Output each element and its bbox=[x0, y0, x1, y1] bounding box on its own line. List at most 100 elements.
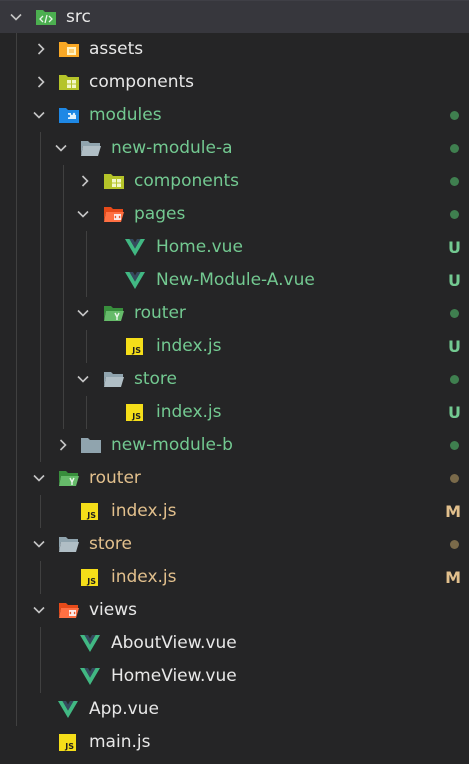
tree-item-router[interactable]: router bbox=[0, 297, 469, 330]
tree-item-index-js[interactable]: JS index.js M bbox=[0, 495, 469, 528]
folder-open-icon bbox=[104, 372, 124, 387]
folder-views-icon bbox=[59, 603, 79, 618]
chevron-down-icon[interactable] bbox=[53, 140, 69, 156]
tree-item-label: src bbox=[66, 7, 91, 27]
tree-item-label: index.js bbox=[111, 501, 177, 521]
chevron-down-icon[interactable] bbox=[31, 107, 47, 123]
git-status-badge: U bbox=[448, 238, 461, 257]
git-status-dot bbox=[450, 441, 459, 450]
tree-item-label: index.js bbox=[111, 567, 177, 587]
chevron-down-icon[interactable] bbox=[75, 206, 91, 222]
folder-modules-icon bbox=[59, 108, 79, 123]
tree-item-index-js[interactable]: JS index.js M bbox=[0, 561, 469, 594]
tree-item-assets[interactable]: assets bbox=[0, 33, 469, 66]
tree-item-index-js[interactable]: JS index.js U bbox=[0, 330, 469, 363]
folder-router-icon bbox=[104, 306, 124, 321]
js-file-icon: JS bbox=[81, 503, 98, 520]
tree-item-components[interactable]: components bbox=[0, 66, 469, 99]
git-status-dot bbox=[450, 309, 459, 318]
chevron-down-icon[interactable] bbox=[31, 470, 47, 486]
indent-guide bbox=[16, 33, 17, 726]
chevron-down-icon[interactable] bbox=[75, 305, 91, 321]
tree-item-label: main.js bbox=[89, 732, 151, 752]
indent-guide bbox=[40, 495, 41, 528]
tree-item-label: router bbox=[134, 303, 186, 323]
git-status-badge: U bbox=[448, 403, 461, 422]
tree-item-views[interactable]: views bbox=[0, 594, 469, 627]
tree-item-label: router bbox=[89, 468, 141, 488]
vue-file-icon bbox=[125, 239, 145, 256]
git-status-dot bbox=[450, 540, 459, 549]
tree-item-label: components bbox=[134, 171, 240, 191]
folder-assets-icon bbox=[59, 42, 79, 57]
folder-components-icon bbox=[59, 75, 79, 90]
tree-item-label: New-Module-A.vue bbox=[156, 270, 315, 290]
tree-item-index-js[interactable]: JS index.js U bbox=[0, 396, 469, 429]
tree-item-homeview-vue[interactable]: HomeView.vue bbox=[0, 660, 469, 693]
chevron-down-icon[interactable] bbox=[31, 536, 47, 552]
chevron-right-icon[interactable] bbox=[33, 41, 49, 57]
tree-item-label: AboutView.vue bbox=[111, 633, 237, 653]
tree-item-new-module-b[interactable]: new-module-b bbox=[0, 429, 469, 462]
tree-item-label: index.js bbox=[156, 336, 222, 356]
git-status-dot bbox=[450, 111, 459, 120]
vue-file-icon bbox=[125, 272, 145, 289]
tree-item-store[interactable]: store bbox=[0, 528, 469, 561]
chevron-down-icon[interactable] bbox=[31, 602, 47, 618]
tree-item-label: store bbox=[134, 369, 177, 389]
chevron-down-icon[interactable] bbox=[8, 9, 24, 25]
tree-item-label: views bbox=[89, 600, 138, 620]
git-status-dot bbox=[450, 375, 459, 384]
git-status-badge: M bbox=[445, 502, 461, 521]
git-status-dot bbox=[450, 474, 459, 483]
folder-components-icon bbox=[104, 174, 124, 189]
tree-item-label: new-module-b bbox=[111, 435, 233, 455]
tree-item-label: store bbox=[89, 534, 132, 554]
tree-item-new-module-a-vue[interactable]: New-Module-A.vue U bbox=[0, 264, 469, 297]
tree-item-home-vue[interactable]: Home.vue U bbox=[0, 231, 469, 264]
folder-open-icon bbox=[81, 141, 101, 156]
indent-guide bbox=[86, 330, 87, 363]
tree-item-app-vue[interactable]: App.vue bbox=[0, 693, 469, 726]
tree-item-store[interactable]: store bbox=[0, 363, 469, 396]
git-status-badge: U bbox=[448, 337, 461, 356]
chevron-right-icon[interactable] bbox=[55, 437, 71, 453]
vue-file-icon bbox=[80, 668, 100, 685]
js-file-icon: JS bbox=[81, 569, 98, 586]
tree-item-label: new-module-a bbox=[111, 138, 233, 158]
folder-router-icon bbox=[59, 471, 79, 486]
indent-guide bbox=[86, 231, 87, 297]
tree-item-label: components bbox=[89, 72, 195, 92]
indent-guide bbox=[86, 396, 87, 429]
tree-item-label: modules bbox=[89, 105, 162, 125]
tree-item-src[interactable]: src bbox=[0, 0, 469, 33]
tree-item-router[interactable]: router bbox=[0, 462, 469, 495]
js-file-icon: JS bbox=[59, 734, 76, 751]
chevron-right-icon[interactable] bbox=[33, 74, 49, 90]
tree-item-label: pages bbox=[134, 204, 186, 224]
tree-item-new-module-a[interactable]: new-module-a bbox=[0, 132, 469, 165]
folder-src-icon bbox=[36, 10, 56, 25]
folder-icon bbox=[81, 438, 101, 453]
tree-item-label: App.vue bbox=[89, 699, 159, 719]
folder-pages-icon bbox=[104, 207, 124, 222]
tree-item-label: assets bbox=[89, 39, 144, 59]
git-status-badge: M bbox=[445, 568, 461, 587]
git-status-dot bbox=[450, 210, 459, 219]
tree-item-components[interactable]: components bbox=[0, 165, 469, 198]
folder-open-icon bbox=[59, 537, 79, 552]
tree-item-main-js[interactable]: JS main.js bbox=[0, 726, 469, 759]
js-file-icon: JS bbox=[126, 338, 143, 355]
git-status-dot bbox=[450, 177, 459, 186]
tree-item-pages[interactable]: pages bbox=[0, 198, 469, 231]
tree-item-modules[interactable]: modules bbox=[0, 99, 469, 132]
vue-file-icon bbox=[58, 701, 78, 718]
indent-guide bbox=[63, 165, 64, 429]
chevron-right-icon[interactable] bbox=[77, 173, 93, 189]
chevron-down-icon[interactable] bbox=[75, 371, 91, 387]
tree-item-label: index.js bbox=[156, 402, 222, 422]
tree-item-aboutview-vue[interactable]: AboutView.vue bbox=[0, 627, 469, 660]
js-file-icon: JS bbox=[126, 404, 143, 421]
tree-item-label: HomeView.vue bbox=[111, 666, 237, 686]
